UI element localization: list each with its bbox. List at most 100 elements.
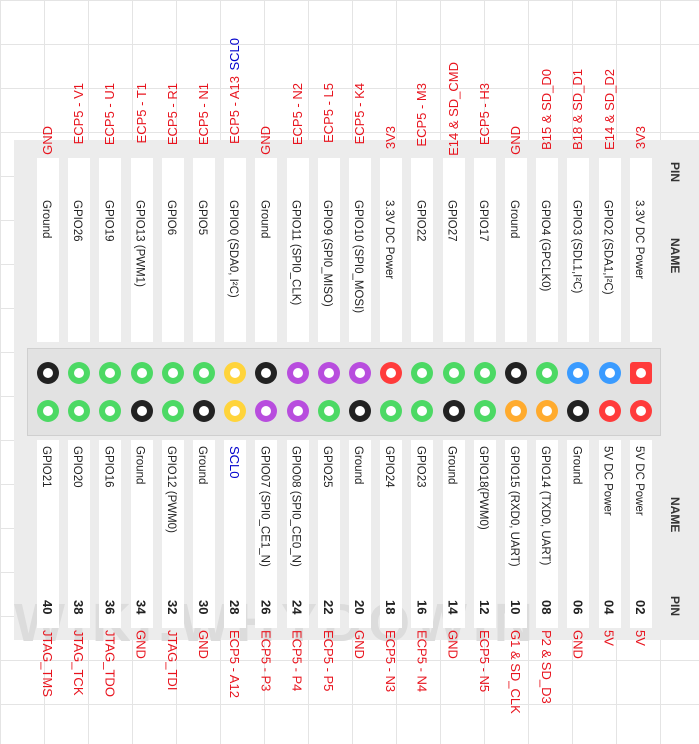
pin-cell-top <box>68 158 91 342</box>
pin-name-bottom: GPIO08 (SPI0_CE0_N) <box>289 446 302 567</box>
pin-09 <box>505 362 527 384</box>
pin-cell-bottom <box>286 440 309 628</box>
pin-name-top: GPIO19 <box>102 200 115 242</box>
pin-number-bottom: 24 <box>289 600 305 615</box>
pin-30 <box>193 400 215 422</box>
func-label-top: ECP5 - U1 <box>102 83 118 146</box>
pin-name-top: 3.3V DC Power <box>383 200 396 280</box>
pin-number-bottom: 18 <box>383 600 399 615</box>
pin-name-bottom: GPIO16 <box>102 446 115 488</box>
pin-number-bottom: 32 <box>164 600 180 615</box>
pin-08 <box>536 400 559 422</box>
pin-20 <box>349 400 371 422</box>
func-label-bottom: ECP5 - N4 <box>414 630 430 693</box>
pin-name-bottom: Ground <box>352 446 364 485</box>
pin-name-bottom: 5V DC Power <box>601 446 614 516</box>
func-label-bottom: GND <box>445 630 461 659</box>
pin-number-bottom: 30 <box>196 600 211 615</box>
pin-19 <box>349 362 371 384</box>
func-label-bottom: GND <box>352 630 367 659</box>
pin-cell-bottom <box>442 440 465 628</box>
pin-11 <box>473 362 496 384</box>
pin-35 <box>99 362 122 384</box>
pin-cell-top <box>380 158 403 342</box>
pin-number-bottom: 38 <box>71 600 87 615</box>
pin-24 <box>286 400 309 422</box>
pin-name-bottom: GPIO23 <box>414 446 427 488</box>
func-label-top: ECP5 - H3 <box>476 83 492 146</box>
pin-name-bottom: GPIO21 <box>40 446 52 488</box>
pin-name-bottom: GPIO07 (SPI0_CE1_N) <box>258 446 271 567</box>
pin-cell-top <box>317 158 340 342</box>
pin-cell-bottom <box>193 440 215 628</box>
pin-number-bottom: 12 <box>476 600 492 615</box>
pin-number-bottom: 14 <box>445 600 461 615</box>
func-label-top: ECP5 - K4 <box>352 83 367 145</box>
pin-16 <box>411 400 434 422</box>
pin-name-top: GPIO22 <box>414 200 427 242</box>
pin-number-bottom: 08 <box>539 600 555 615</box>
func-label-top: GND <box>258 126 274 156</box>
pin-number-bottom: 20 <box>352 600 367 615</box>
pin-cell-bottom <box>130 440 153 628</box>
pin-number-bottom: 04 <box>601 600 617 615</box>
pin-12 <box>473 400 496 422</box>
pin-cell-bottom <box>380 440 403 628</box>
pin-name-bottom: Ground <box>196 446 208 485</box>
func-label-bottom: GND <box>133 630 149 659</box>
pin-header-label-top: PIN <box>668 162 682 183</box>
pin-27 <box>224 362 247 384</box>
pin-name-top: GPIO2 (SDA1,I²C) <box>601 200 614 295</box>
pin-cell-top <box>567 158 590 342</box>
pin-name-bottom: Ground <box>570 446 583 485</box>
func-label-bottom: JTAG_TDI <box>164 630 180 691</box>
pin-name-top: Ground <box>508 200 520 239</box>
func-label-bottom: ECP5 - P3 <box>258 630 274 692</box>
pin-cell-bottom <box>629 440 652 628</box>
name-header-label-bottom: NAME <box>668 497 682 533</box>
pin-cell-bottom <box>349 440 371 628</box>
func-label-top: ECP5 - N1 <box>196 83 211 146</box>
pin-cell-top <box>442 158 465 342</box>
pin-04 <box>598 400 621 422</box>
func-label-top: ECP5 - T1 <box>133 83 149 144</box>
pin-34 <box>130 400 153 422</box>
pin-name-bottom: Ground <box>133 446 146 485</box>
pin-17 <box>380 362 403 384</box>
pin-name-bottom: GPIO15 (RXD0, UART) <box>508 446 520 567</box>
pin-name-top: GPIO5 <box>196 200 208 236</box>
pin-cell-top <box>505 158 527 342</box>
pin-cell-top <box>37 158 59 342</box>
pin-name-bottom: GPIO14 (TXD0, UART) <box>539 446 552 566</box>
pin-cell-top <box>629 158 652 342</box>
pin-name-bottom: GPIO20 <box>71 446 84 488</box>
pin-name-top: Ground <box>40 200 52 239</box>
pin-cell-top <box>473 158 496 342</box>
pin-cell-bottom <box>505 440 527 628</box>
pin-23 <box>286 362 309 384</box>
pin-03 <box>598 362 621 384</box>
func-label-top: ECP5 - M3 <box>414 83 430 147</box>
func-label-top: B15 & SD_D0 <box>539 68 555 150</box>
pin-cell-top <box>224 158 247 342</box>
pin-cell-top <box>161 158 184 342</box>
pin-name-bottom: Ground <box>445 446 458 485</box>
pin-header-label-bottom: PIN <box>668 596 682 617</box>
pin-cell-top <box>598 158 621 342</box>
func-label-bottom: ECP5 - P5 <box>320 630 336 692</box>
func-label-bottom: JTAG_TDO <box>102 630 118 697</box>
pin-name-top: Ground <box>258 200 271 239</box>
pin-25 <box>255 362 278 384</box>
pin-cell-top <box>536 158 559 342</box>
func-label-bottom: 5V <box>632 630 648 646</box>
func-label-bottom: ECP5 - A12 <box>227 630 243 698</box>
pin-cell-top <box>130 158 153 342</box>
pin-14 <box>442 400 465 422</box>
pin-number-bottom: 16 <box>414 600 430 615</box>
pin-name-bottom: GPIO24 <box>383 446 396 488</box>
pin-39 <box>37 362 59 384</box>
pin-cell-bottom <box>68 440 91 628</box>
func-label-bottom: G1 & SD_CLK <box>508 630 523 714</box>
pin-number-bottom: 28 <box>227 600 243 615</box>
pin-22 <box>317 400 340 422</box>
